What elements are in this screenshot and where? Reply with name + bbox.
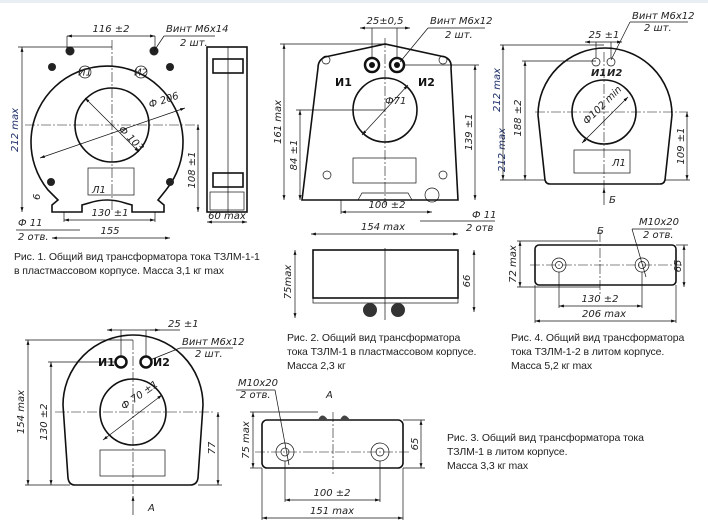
fig3-dim-window-dia: Ф 70 ±1 [119, 379, 160, 412]
fig2-caption: Рис. 2. Общий вид трансформатора тока ТЗ… [287, 331, 476, 373]
fig2-dim-right-height: 139 ±1 [464, 113, 475, 150]
fig2-dim-hole-dia: Ф 11 [472, 210, 497, 221]
fig1-terminal-i1 [78, 65, 92, 79]
fig4-dim-bottom-height: 72 max [508, 245, 519, 283]
fig3-i1-label: И1 [98, 356, 115, 369]
fig3-caption-line: Масса 3,3 кг max [447, 460, 529, 472]
fig3-dim-height: 154 max [16, 390, 27, 434]
figure-1-side-view: 60 max [206, 46, 248, 224]
fig1-caption-line: в пластмассовом корпусе. Масса 3,1 кг ma… [14, 265, 224, 277]
fig1-dim-base-width: 155 [100, 226, 119, 237]
fig1-dim-foot: 6 [32, 194, 43, 200]
fig4-view-arrow-label: Б [609, 195, 616, 206]
fig2-dim-base-width: 154 max [361, 222, 405, 233]
fig3-dim-bottom-inner: 65 [410, 438, 421, 451]
fig1-terminal-i2 [134, 65, 148, 79]
fig2-caption-line: тока ТЗЛМ-1 в пластмассовом корпусе. [287, 346, 477, 358]
fig4-screw-qty: 2 шт. [644, 23, 672, 34]
fig3-dim-base-width: 151 max [310, 506, 354, 517]
fig4-caption-line: Рис. 4. Общий вид трансформатора [511, 332, 685, 344]
fig4-plate-label: Л1 [611, 158, 626, 169]
fig4-dim-center-height: 109 ±1 [676, 127, 687, 164]
fig2-screw-label: Винт М6х12 [430, 16, 493, 27]
fig1-dim-height: 212 max [10, 108, 21, 152]
fig3-thread-qty: 2 отв. [240, 390, 271, 401]
fig2-screw-qty: 2 шт. [445, 30, 473, 41]
fig4-dim-screw-spacing: 25 ±1 [589, 30, 620, 41]
fig3-caption-line: Рис. 3. Общий вид трансформатора тока [447, 432, 644, 444]
fig2-dim-side-inner: 66 [462, 275, 473, 288]
fig4-thread-label: М10х20 [639, 217, 679, 228]
fig4-caption: Рис. 4. Общий вид трансформатора тока ТЗ… [511, 331, 684, 373]
fig3-dim-hole-spacing: 100 ±2 [313, 488, 350, 499]
fig4-i2-label: И2 [607, 68, 622, 79]
fig3-view-arrow-label: А [147, 503, 155, 514]
fig4-dim-window-dia: Ф102 min [581, 84, 624, 127]
figure-1-front-view: И1 И2 Л1 116 ±2 Винт М6х14 2 шт. 212 max… [10, 24, 229, 243]
fig3-thread-label: М10х20 [238, 378, 278, 389]
fig1-i2-label: И2 [134, 68, 148, 79]
fig2-dim-total-height: 212 max [497, 128, 508, 172]
fig1-dim-top-width: 116 ±2 [92, 24, 129, 35]
fig4-thread-qty: 2 отв. [643, 230, 674, 241]
figure-2-front-view: И1 И2 25±0,5 Винт М6х12 2 шт. 161 max 84… [273, 16, 497, 236]
fig2-dim-hole-spacing: 100 ±2 [368, 200, 405, 211]
fig2-dim-height: 161 max [273, 100, 284, 144]
fig4-dim-base-width: 206 max [582, 309, 626, 320]
fig3-dim-screw-spacing: 25 ±1 [168, 319, 199, 330]
fig2-i2-label: И2 [418, 76, 435, 89]
fig3-screw-label: Винт М6х12 [182, 337, 245, 348]
fig2-dim-hole-qty: 2 отв [466, 223, 493, 234]
fig2-dim-window-dia: Ф71 [385, 96, 406, 107]
fig1-dim-inner-dia: Ф 103 [116, 124, 146, 154]
figure-4-front-view: И1 И2 Л1 25 ±1 Винт М6х12 2 шт. 188 ±2 Ф… [500, 11, 695, 206]
fig1-dim-hole-spacing: 130 ±1 [91, 208, 128, 219]
fig1-dim-hole-dia: Ф 11 [18, 218, 43, 229]
fig1-caption-line: Рис. 1. Общий вид трансформатора тока ТЗ… [14, 251, 260, 263]
top-border [0, 0, 708, 3]
fig1-body-outline [30, 65, 184, 213]
fig1-nameplate [87, 167, 135, 196]
fig2-caption-line: Рис. 2. Общий вид трансформатора [287, 332, 461, 344]
figure-3-front-view: И1 И2 25 ±1 Винт М6х12 2 шт. 154 max 130… [16, 319, 245, 515]
fig1-plate-label: Л1 [91, 185, 106, 196]
fig1-screw-label: Винт М6х14 [166, 24, 229, 35]
fig3-view-label: А [325, 390, 333, 401]
fig1-bolts [47, 46, 174, 186]
fig3-caption-line: ТЗЛМ-1 в литом корпусе. [447, 446, 568, 458]
fig4-view-label: Б [597, 226, 604, 237]
fig3-dim-center-height: 77 [207, 441, 218, 454]
fig1-screw-qty: 2 шт. [180, 38, 208, 49]
fig4-dim-bottom-inner: 65 [673, 260, 684, 273]
fig3-caption: Рис. 3. Общий вид трансформатора тока ТЗ… [447, 431, 644, 473]
fig1-dim-side-depth: 60 max [208, 211, 246, 222]
fig1-dim-center-height: 108 ±1 [187, 151, 198, 188]
fig4-i1-label: И1 [591, 68, 606, 79]
fig4-screw-label: Винт М6х12 [632, 11, 695, 22]
fig4-caption-line: Масса 5,2 кг max [511, 360, 593, 372]
figure-3-bottom-view: А М10х20 2 отв. 75 max 65 100 ±2 151 max [236, 378, 425, 520]
fig1-caption: Рис. 1. Общий вид трансформатора тока ТЗ… [14, 250, 260, 278]
fig2-dim-side-height: 75max [283, 265, 294, 300]
fig4-dim-top-height: 188 ±2 [513, 99, 524, 136]
fig2-dim-center-height: 84 ±1 [289, 140, 300, 171]
fig1-i1-label: И1 [78, 68, 92, 79]
fig3-dim-bottom-height: 75 max [241, 421, 252, 459]
fig2-dim-screw-spacing: 25±0,5 [366, 16, 403, 27]
fig4-caption-line: тока ТЗЛМ-1-2 в литом корпусе. [511, 346, 665, 358]
fig1-dim-hole-qty: 2 отв. [18, 232, 49, 243]
fig3-dim-top-height: 130 ±2 [39, 403, 50, 440]
fig2-i1-label: И1 [335, 76, 352, 89]
figure-2-side-view: 75max 66 [283, 248, 476, 320]
fig2-caption-line: Масса 2,3 кг [287, 360, 346, 372]
fig4-dim-height: 212 max [492, 68, 503, 112]
figure-4-bottom-view: Б М10х20 2 отв. 72 max 65 130 ±2 206 max [508, 217, 688, 323]
fig3-screw-qty: 2 шт. [195, 349, 223, 360]
fig4-dim-hole-spacing: 130 ±2 [581, 294, 618, 305]
fig3-i2-label: И2 [153, 356, 170, 369]
